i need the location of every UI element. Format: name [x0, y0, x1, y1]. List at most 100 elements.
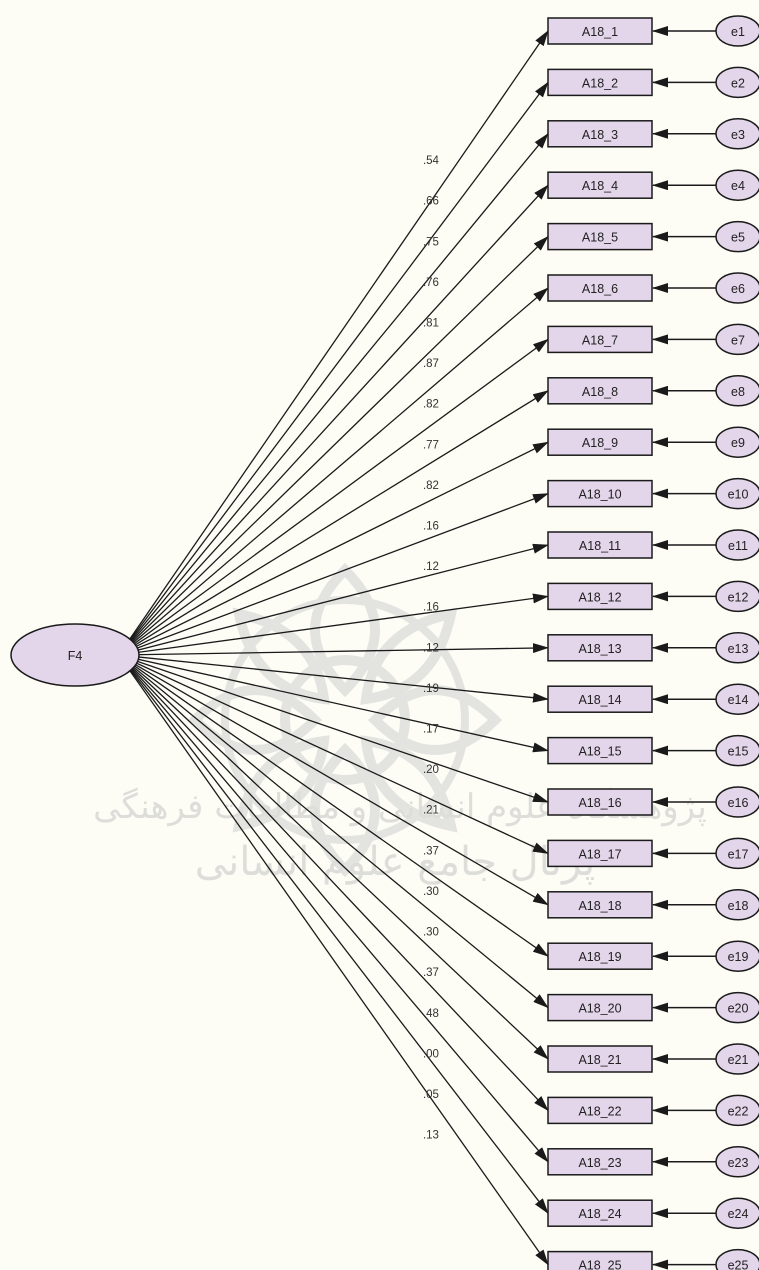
error-term-20[interactable]: [715, 991, 759, 1024]
indicator-box-12[interactable]: [547, 582, 653, 611]
error-term-13[interactable]: [715, 632, 759, 664]
loading-path-17[interactable]: [123, 656, 549, 854]
indicator-box-4[interactable]: [547, 171, 653, 199]
error-term-16[interactable]: [715, 786, 759, 818]
error-term-19[interactable]: [715, 940, 759, 972]
loading-path-16[interactable]: [123, 656, 549, 803]
indicator-box-22[interactable]: [547, 1096, 653, 1125]
loading-path-14[interactable]: [123, 654, 549, 703]
indicator-box-5[interactable]: [547, 222, 653, 251]
loading-path-2[interactable]: [123, 81, 549, 649]
loading-path-4[interactable]: [123, 184, 549, 650]
loading-path-23[interactable]: [123, 660, 549, 1163]
indicator-box-11[interactable]: [547, 531, 653, 559]
loading-path-12[interactable]: [123, 593, 549, 655]
loading-path-8[interactable]: [123, 390, 549, 653]
loading-path-15[interactable]: [123, 655, 549, 753]
indicator-box-24[interactable]: [547, 1199, 653, 1227]
loading-path-20[interactable]: [123, 658, 549, 1009]
error-term-1[interactable]: [715, 15, 759, 47]
error-term-22[interactable]: [715, 1094, 759, 1127]
loading-path-6[interactable]: [123, 287, 549, 652]
error-term-18[interactable]: [715, 889, 759, 921]
indicator-box-9[interactable]: [547, 428, 653, 456]
loading-path-10[interactable]: [123, 492, 549, 654]
indicator-box-13[interactable]: [547, 634, 653, 662]
loading-path-11[interactable]: [123, 543, 549, 655]
indicator-label-25: A18_25: [578, 1259, 621, 1270]
indicator-box-19[interactable]: [547, 942, 653, 970]
error-label-11: e11: [728, 539, 748, 553]
indicator-box-21[interactable]: [547, 1045, 653, 1073]
indicator-box-2[interactable]: [547, 68, 653, 97]
error-term-15[interactable]: [715, 734, 759, 767]
loading-path-5[interactable]: [123, 235, 549, 651]
watermark-emblem-icon: [187, 562, 503, 878]
error-term-5[interactable]: [715, 220, 759, 253]
error-term-14[interactable]: [715, 683, 759, 715]
error-term-17[interactable]: [715, 837, 759, 870]
loading-path-1[interactable]: [123, 30, 549, 648]
error-term-10[interactable]: [715, 477, 759, 510]
loading-path-25[interactable]: [123, 661, 549, 1266]
error-term-25[interactable]: [715, 1248, 759, 1270]
loading-path-9[interactable]: [123, 441, 549, 654]
indicator-box-1[interactable]: [547, 17, 653, 45]
loading-path-19[interactable]: [123, 658, 549, 957]
error-term-9[interactable]: [715, 426, 759, 458]
loading-path-7[interactable]: [123, 338, 549, 652]
indicator-box-15[interactable]: [547, 736, 653, 765]
loading-path-22[interactable]: [123, 660, 549, 1112]
loading-path-24[interactable]: [123, 661, 549, 1214]
error-term-4[interactable]: [715, 169, 759, 201]
loading-path-13[interactable]: [123, 643, 549, 656]
error-term-21[interactable]: [715, 1043, 759, 1075]
indicator-box-8[interactable]: [547, 377, 653, 405]
loading-path-21[interactable]: [123, 659, 549, 1060]
error-label-4: e4: [731, 179, 745, 193]
error-term-8[interactable]: [715, 375, 759, 407]
error-term-3[interactable]: [715, 118, 759, 150]
loading-path-18[interactable]: [123, 657, 549, 906]
indicator-box-20[interactable]: [547, 993, 653, 1022]
error-term-23[interactable]: [715, 1146, 759, 1178]
loading-path-3[interactable]: [123, 133, 549, 650]
indicator-box-14[interactable]: [547, 685, 653, 713]
error-term-24[interactable]: [715, 1197, 759, 1229]
error-term-2[interactable]: [715, 66, 759, 99]
error-term-7[interactable]: [715, 323, 759, 356]
error-term-12[interactable]: [715, 580, 759, 613]
indicator-box-7[interactable]: [547, 325, 653, 354]
indicator-box-23[interactable]: [547, 1148, 653, 1176]
indicator-box-18[interactable]: [547, 891, 653, 919]
indicator-box-17[interactable]: [547, 839, 653, 868]
error-term-6[interactable]: [715, 272, 759, 304]
error-term-11[interactable]: [715, 529, 759, 561]
latent-factor-node[interactable]: F4: [10, 623, 140, 687]
